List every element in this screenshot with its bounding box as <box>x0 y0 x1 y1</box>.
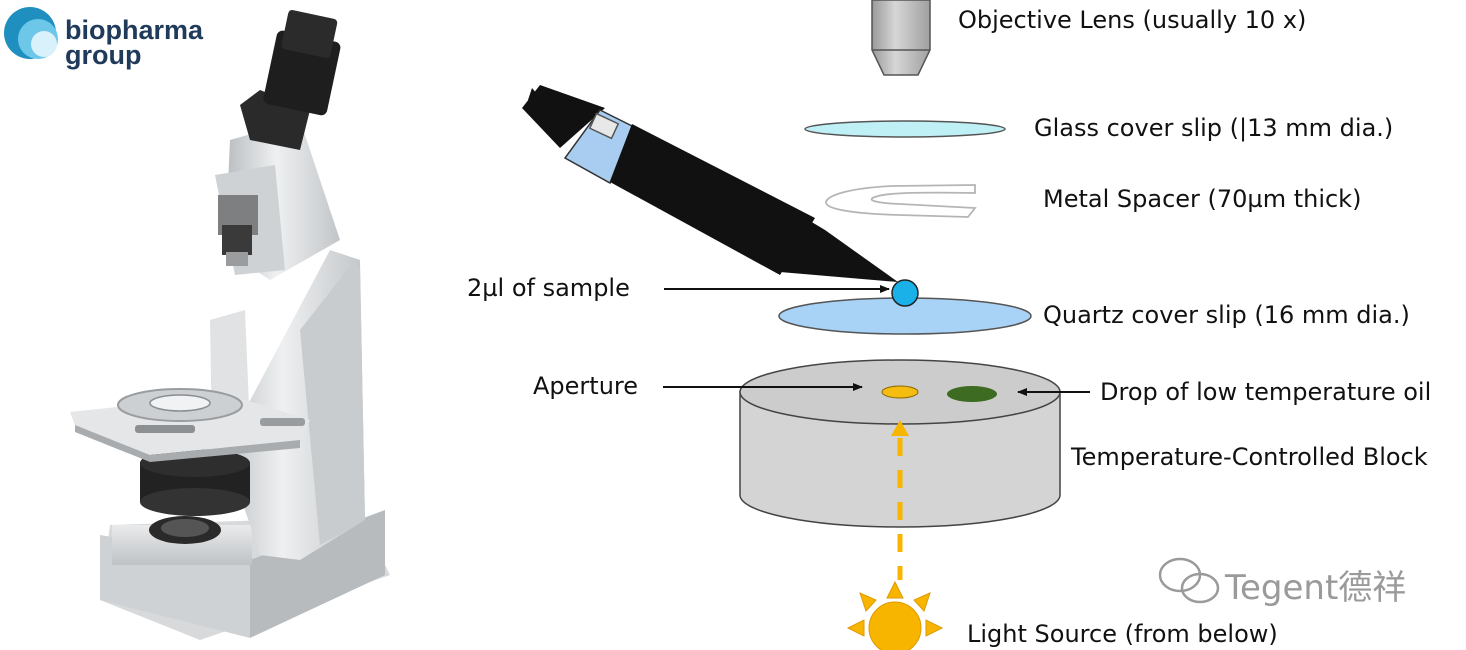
oil-drop <box>947 386 997 402</box>
objective-lens <box>871 0 931 76</box>
glass-cover-slip <box>804 120 1006 138</box>
sun-icon <box>846 580 944 650</box>
sample-drop <box>891 279 919 307</box>
aperture <box>881 385 919 399</box>
watermark-text: Tegent德祥 <box>1225 568 1407 608</box>
logo-swirl-icon <box>4 7 58 59</box>
brand-line1: biopharma <box>65 15 204 45</box>
label-oil-drop: Drop of low temperature oil <box>1100 378 1432 406</box>
brand-name: biopharma group <box>65 15 204 70</box>
pipette-icon <box>522 85 898 282</box>
metal-spacer <box>825 184 977 218</box>
label-aperture: Aperture <box>533 372 639 400</box>
label-metal-spacer: Metal Spacer (70µm thick) <box>1043 185 1362 213</box>
microscope-photo <box>70 10 390 640</box>
wechat-icon <box>1158 557 1220 604</box>
label-objective-lens: Objective Lens (usually 10 x) <box>958 6 1307 34</box>
label-glass-cover-slip: Glass cover slip (|13 mm dia.) <box>1034 114 1394 142</box>
label-sample: 2µl of sample <box>467 274 630 302</box>
brand-line2: group <box>65 40 142 70</box>
light-path <box>891 420 909 580</box>
label-light-source: Light Source (from below) <box>967 620 1278 648</box>
label-temperature-block: Temperature-Controlled Block <box>1071 443 1428 471</box>
label-quartz-cover-slip: Quartz cover slip (16 mm dia.) <box>1043 301 1410 329</box>
